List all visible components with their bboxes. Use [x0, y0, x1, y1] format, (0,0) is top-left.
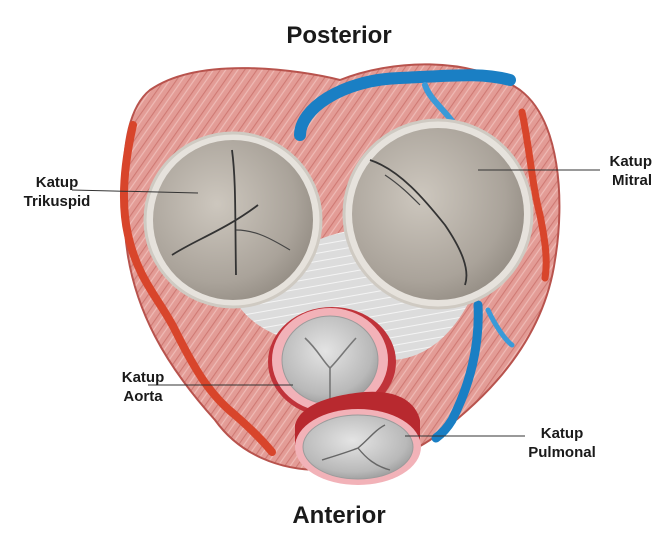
pulmonary-label-line1: Katup	[540, 425, 584, 442]
mitral-label-line1: Katup	[609, 153, 653, 170]
aortic-label: Katup Aorta	[108, 368, 178, 406]
blue-vessel-right-branch	[485, 307, 515, 348]
mitral-label: Katup Mitral	[580, 152, 653, 190]
tricuspid-label-line2: Trikuspid	[23, 193, 91, 210]
pulmonary-label: Katup Pulmonal	[512, 424, 612, 462]
mitral-valve	[342, 118, 534, 310]
tricuspid-valve	[143, 131, 323, 309]
blue-vessel-right	[431, 300, 483, 443]
tricuspid-label: Katup Trikuspid	[12, 173, 102, 211]
posterior-label: Posterior	[286, 22, 392, 49]
anterior-label: Anterior	[292, 502, 386, 529]
pulmonary-label-line2: Pulmonal	[528, 444, 596, 461]
tricuspid-label-line1: Katup	[35, 174, 79, 191]
red-vessel-right	[518, 108, 550, 282]
blue-vessel-top	[294, 69, 516, 141]
red-vessel-left	[119, 121, 276, 456]
aortic-label-line1: Katup	[121, 369, 165, 386]
pulmonary-valve	[295, 391, 421, 485]
mitral-label-line2: Mitral	[611, 172, 652, 189]
aortic-valve	[268, 307, 396, 417]
aortic-label-line2: Aorta	[123, 388, 163, 405]
leader-line-tricuspid	[71, 189, 199, 194]
